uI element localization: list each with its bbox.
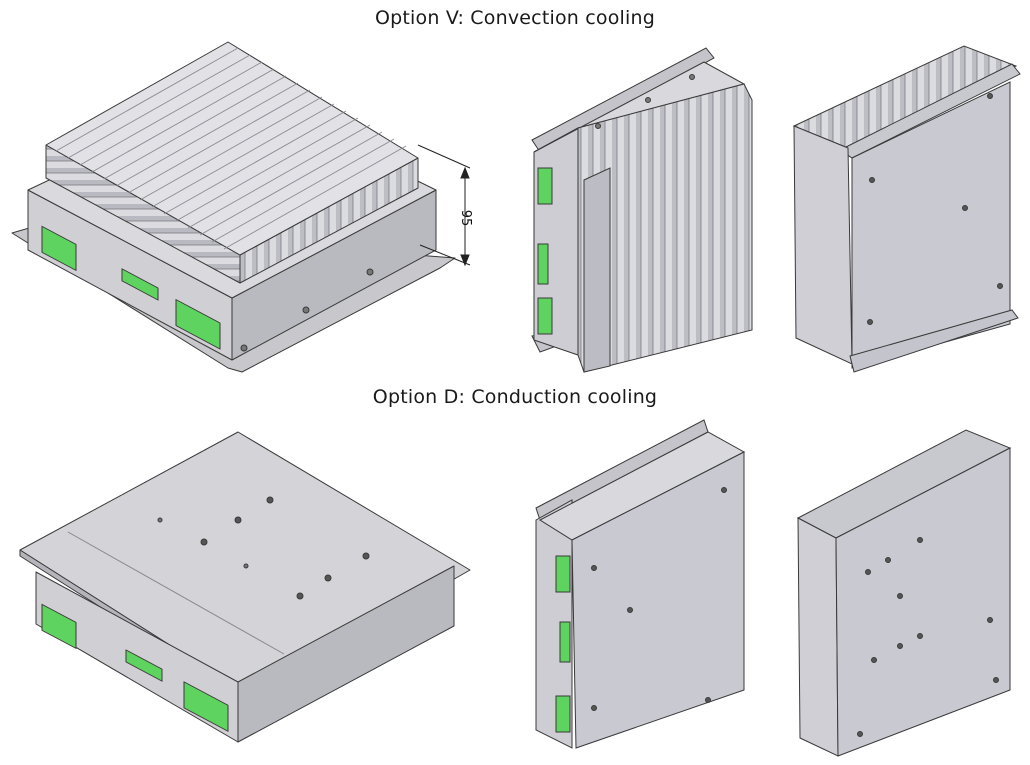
- side-fins: [577, 83, 753, 373]
- side-connector-bottom-d: [555, 695, 571, 733]
- chassis-side-face-d: [237, 565, 455, 743]
- heatsink-fins: [55, 47, 407, 250]
- rear-flange-bottom: [849, 309, 1019, 373]
- signal-connector: [121, 268, 159, 301]
- rear-plate: [851, 81, 1011, 369]
- input-connector: [41, 225, 77, 271]
- section-title-convection: Option V: Convection cooling: [374, 7, 656, 29]
- conduction-side-view: [535, 419, 746, 749]
- side-connector-bottom: [537, 297, 553, 335]
- side-cover: [583, 167, 611, 373]
- signal-connector-d: [125, 649, 163, 682]
- side-connector-top: [537, 167, 553, 205]
- side-plate-d: [571, 451, 745, 749]
- section-title-conduction: Option D: Conduction cooling: [372, 386, 658, 408]
- convection-isometric-view: [11, 41, 456, 373]
- conduction-isometric-view: [19, 431, 471, 743]
- output-connector: [175, 299, 221, 350]
- screw-hole: [240, 344, 248, 352]
- convection-rear-view: [792, 45, 1021, 373]
- screw-hole: [302, 306, 310, 314]
- side-connector-mid-d: [559, 621, 571, 663]
- height-dimension-label: 95: [458, 210, 473, 227]
- conduction-rear-view: [796, 429, 1012, 757]
- height-dimension: [417, 144, 471, 267]
- side-flange: [531, 47, 715, 153]
- output-connector-d: [183, 681, 229, 732]
- convection-side-view: [531, 47, 753, 373]
- side-connector-top-d: [555, 555, 571, 593]
- heatsink-top: [45, 41, 419, 256]
- rear-side-block: [793, 125, 853, 365]
- input-connector-d: [41, 603, 77, 649]
- screw-hole: [366, 268, 374, 276]
- rear-side-block-d: [797, 517, 839, 757]
- side-connector-mid: [537, 243, 549, 285]
- rear-plate-d: [835, 447, 1011, 757]
